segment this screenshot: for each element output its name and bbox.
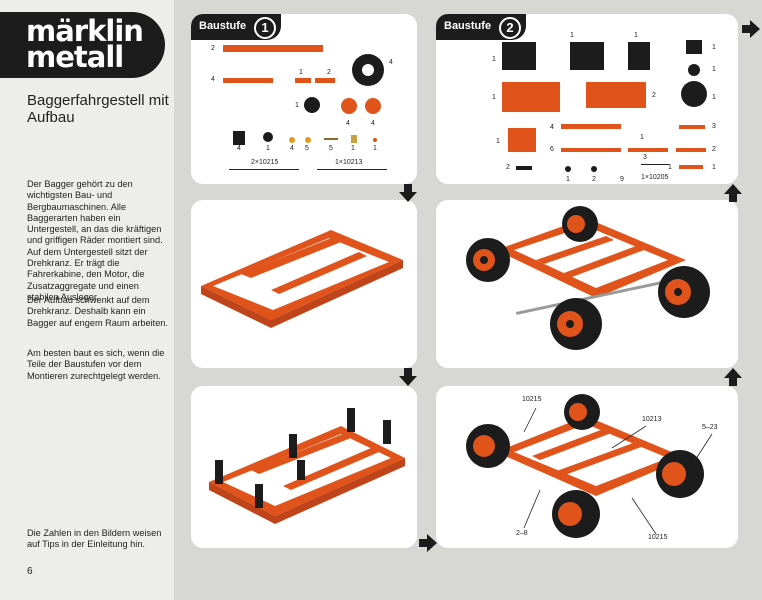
step2-part-qty: 2 <box>652 92 656 99</box>
step2-part-qty: 2 <box>712 146 716 153</box>
step2-part-qty: 1 <box>640 134 644 141</box>
turret-paragraph: Der Aufbau schwenkt auf dem Drehkranz. D… <box>27 295 168 328</box>
step1-part-qty: 4 <box>389 59 393 66</box>
page-number: 6 <box>27 566 33 577</box>
step1-number-badge: 1 <box>254 17 276 39</box>
step2-part-qty: 1 <box>566 176 570 183</box>
tips-paragraph: Die Zahlen in den Bildern weisen auf Tip… <box>27 528 162 550</box>
step1-tab-label: Baustufe <box>199 20 247 32</box>
step1-part-number: 2×10215 <box>251 159 279 166</box>
step2-part-qty: 1 <box>712 44 716 51</box>
step2-final-illustration <box>466 394 713 538</box>
step2-part-qty: 1 <box>712 94 716 101</box>
arrow-up-icon <box>724 368 742 386</box>
step2-part-qty: 1 <box>570 32 574 39</box>
step2-part-qty: 1 <box>712 66 716 73</box>
page-title: Baggerfahrgestell mit Aufbau <box>27 92 169 126</box>
logo-line-2: metall <box>26 40 124 74</box>
sidebar: märklin metall Baggerfahrgestell mit Auf… <box>0 0 174 600</box>
step1-part-qty: 4 <box>346 120 350 127</box>
callout-label: 5–23 <box>702 424 718 431</box>
step1-parts-panel: Baustufe 1 2 4 1 2 4 1 4 4 4 1 4 5 5 1 1… <box>191 14 417 184</box>
maerklin-metall-logo: märklin metall <box>0 12 165 78</box>
step1-frame-illustration <box>201 230 403 328</box>
step1-brackets-illustration <box>209 408 405 524</box>
step2-final-panel: 10215 10213 5–23 2–8 10215 <box>436 386 738 548</box>
step2-part-qty: 6 <box>550 146 554 153</box>
step2-tab-label: Baustufe <box>444 20 492 32</box>
step2-part-qty: 4 <box>550 124 554 131</box>
step1-part-qty: 1 <box>295 102 299 109</box>
step2-part-qty: 3 <box>712 123 716 130</box>
arrow-right-icon <box>742 20 760 38</box>
step2-part-qty: 3 <box>643 154 647 161</box>
step1-parts-illustration <box>223 45 387 170</box>
step2-part-qty: 1 <box>712 164 716 171</box>
step2-part-qty: 9 <box>620 176 624 183</box>
step2-part-qty: 1 <box>492 94 496 101</box>
intro-paragraph: Der Bagger gehört zu den wichtigsten Bau… <box>27 179 163 302</box>
step2-tab: Baustufe 2 <box>436 14 526 40</box>
arrow-down-icon <box>399 368 417 386</box>
step1-frame-panel <box>191 200 417 368</box>
step1-part-qty: 2 <box>327 69 331 76</box>
step2-part-qty: 1 <box>634 32 638 39</box>
step1-part-qty: 1 <box>266 145 270 152</box>
step2-part-qty: 2 <box>506 164 510 171</box>
callout-label: 2–8 <box>516 530 528 537</box>
step2-part-qty: 2 <box>592 176 596 183</box>
callout-label: 10215 <box>522 396 542 403</box>
arrow-down-icon <box>399 184 417 202</box>
step2-part-qty: 1 <box>668 164 672 171</box>
step2-part-qty: 1 <box>492 56 496 63</box>
logo-line-1: märklin <box>26 14 144 48</box>
arrow-up-icon <box>724 184 742 202</box>
preparation-paragraph: Am besten baut es sich, wenn die Teile d… <box>27 348 165 381</box>
step1-part-qty: 2 <box>211 45 215 52</box>
step1-part-qty: 4 <box>371 120 375 127</box>
step2-wheels-panel <box>436 200 738 368</box>
step1-part-qty: 5 <box>329 145 333 152</box>
callout-label: 10215 <box>648 534 668 541</box>
step1-part-qty: 5 <box>305 145 309 152</box>
step1-part-qty: 1 <box>299 69 303 76</box>
step2-part-number: 1×10205 <box>641 174 669 181</box>
step1-tab: Baustufe 1 <box>191 14 281 40</box>
arrow-right-icon <box>419 534 437 552</box>
step1-part-qty: 4 <box>237 145 241 152</box>
callout-label: 10213 <box>642 416 662 423</box>
step1-part-qty: 1 <box>373 145 377 152</box>
step1-brackets-panel <box>191 386 417 548</box>
step2-part-qty: 1 <box>496 138 500 145</box>
step1-part-qty: 4 <box>290 145 294 152</box>
step2-number-badge: 2 <box>499 17 521 39</box>
step2-wheels-illustration <box>466 206 710 350</box>
step1-part-number: 1×10213 <box>335 159 363 166</box>
step1-part-qty: 4 <box>211 76 215 83</box>
step2-parts-illustration <box>502 40 707 172</box>
step1-part-qty: 1 <box>351 145 355 152</box>
step2-parts-panel: Baustufe 2 1 1 1 1 1 1 2 1 4 1 3 6 1 2 2… <box>436 14 738 184</box>
